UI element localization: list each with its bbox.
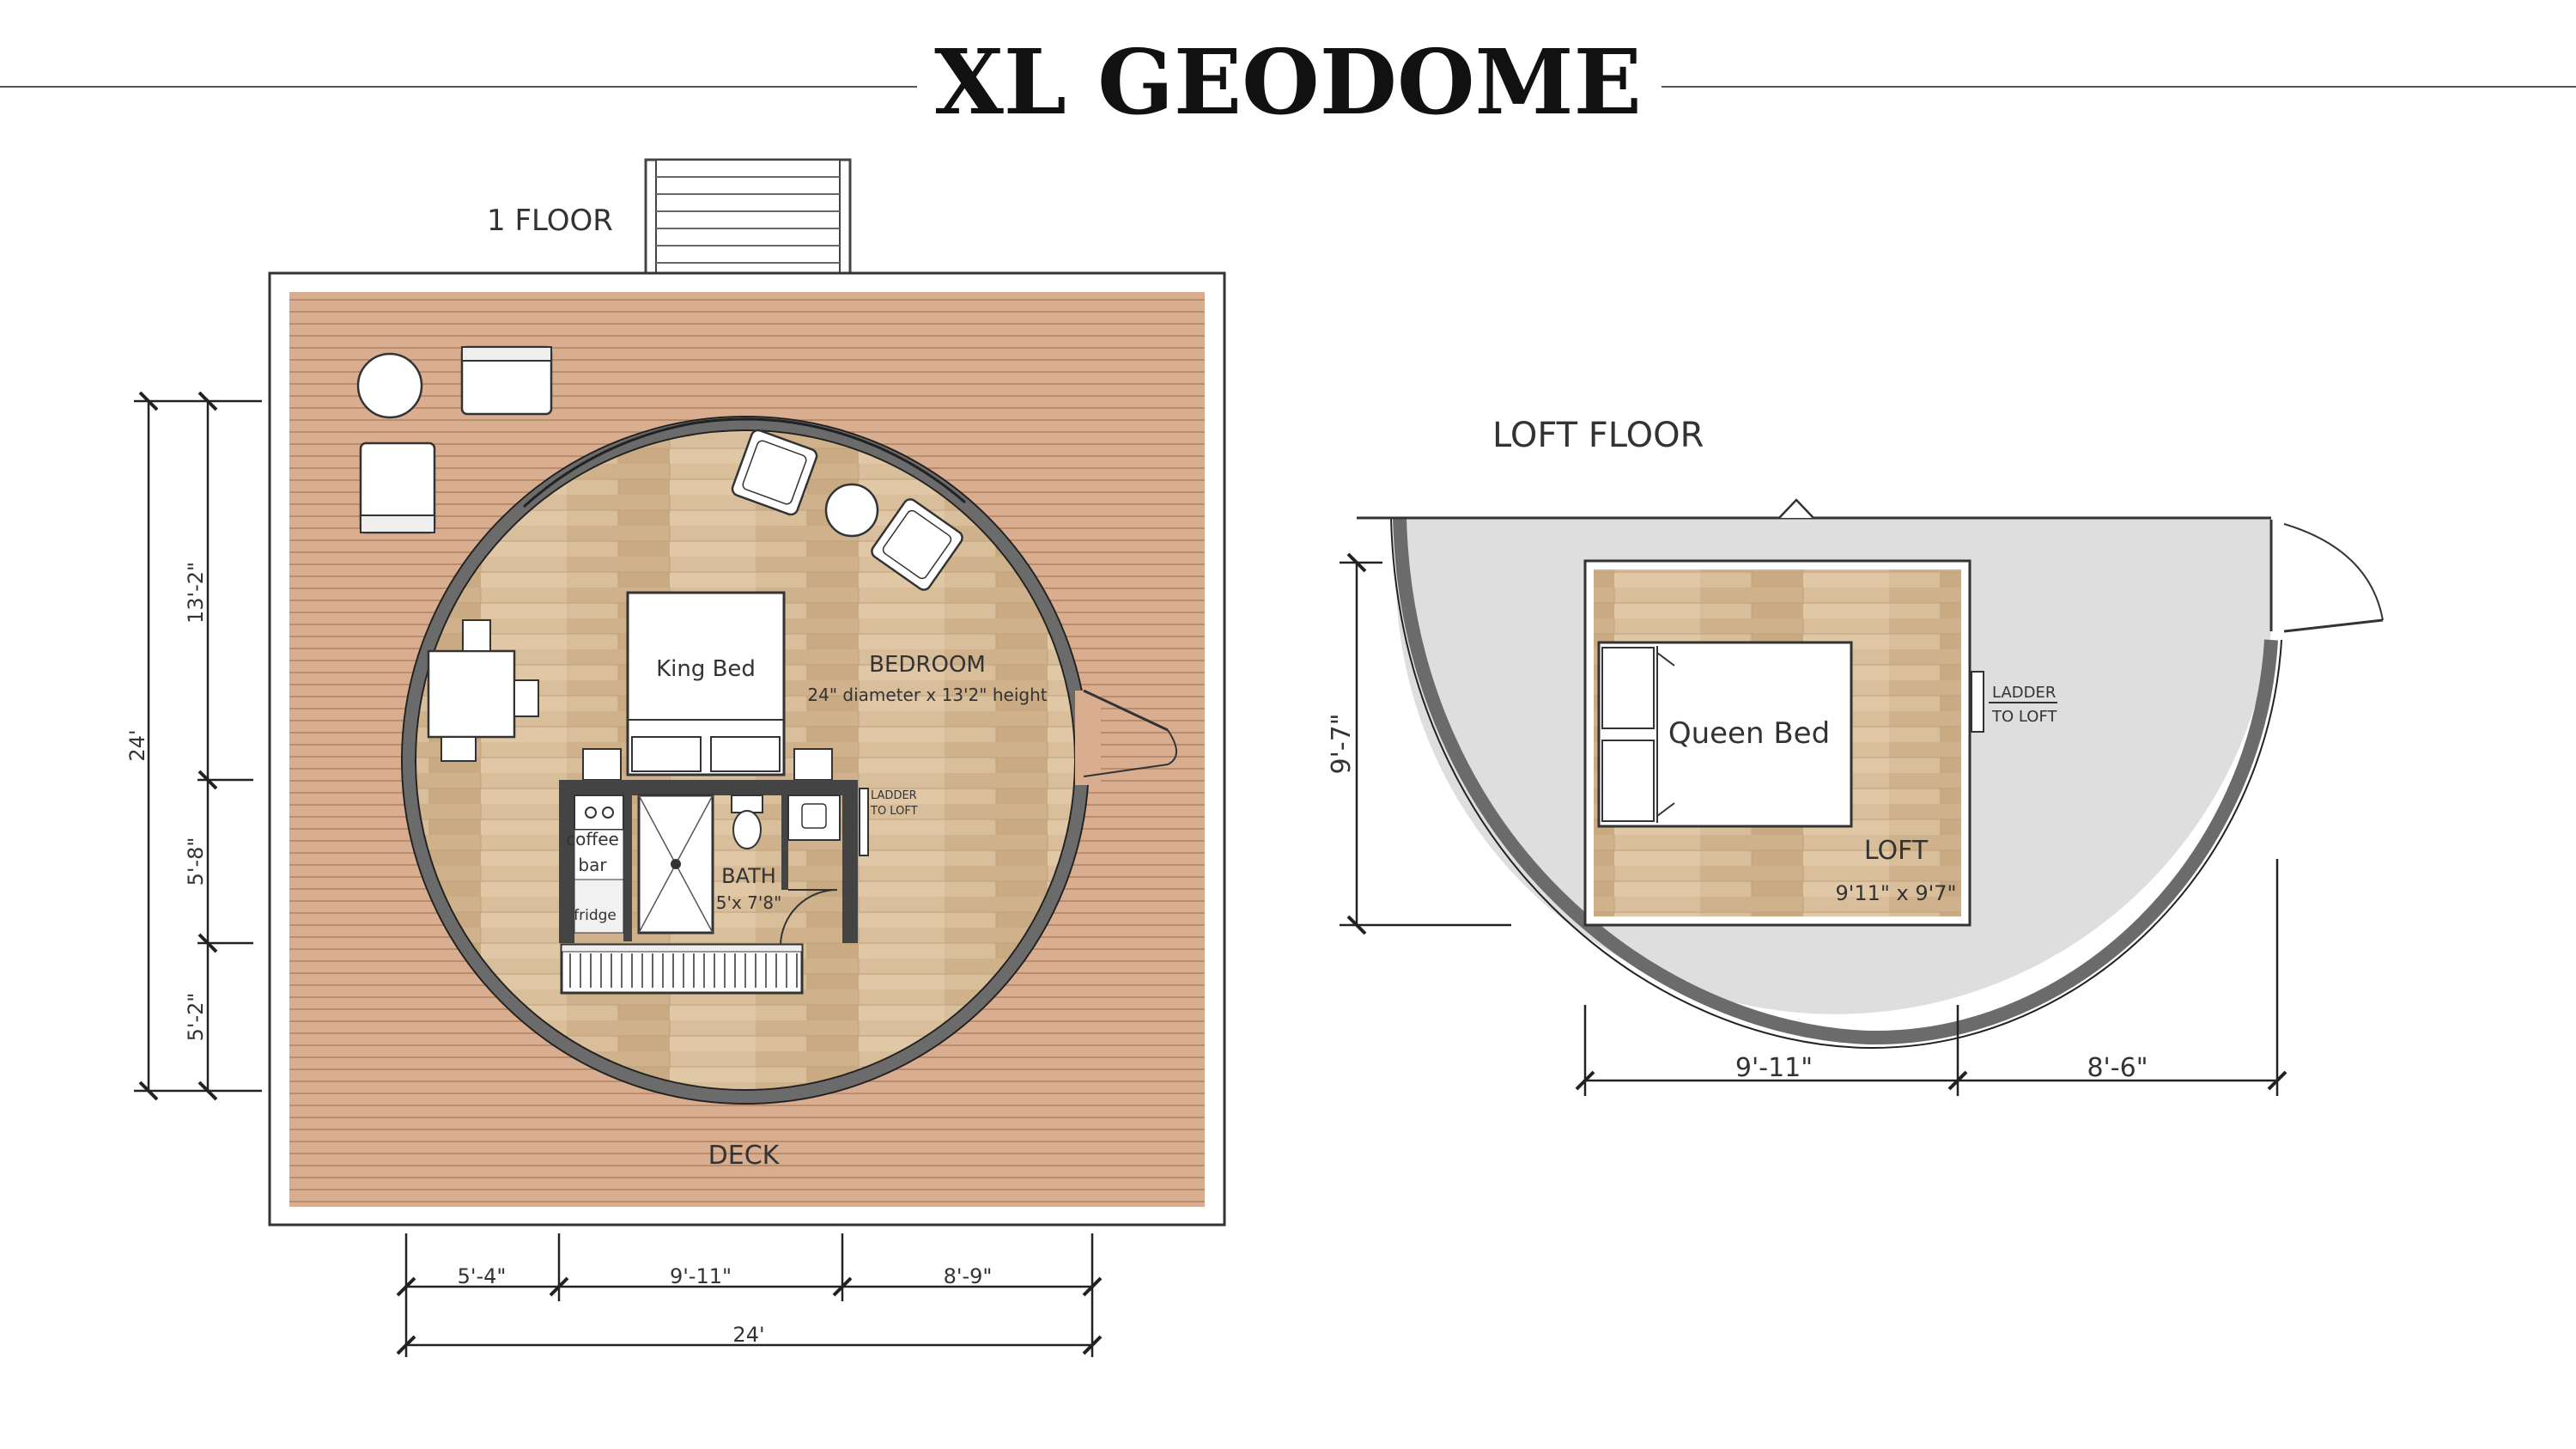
loft-left-dimension — [1340, 552, 1511, 935]
dim-left-top: 13'-2" — [184, 562, 208, 624]
ladder-label-1: LADDER — [871, 789, 917, 802]
entry-stairs — [644, 158, 852, 292]
coffee-bar-label-2: bar — [578, 855, 607, 875]
loft-bottom-dimensions — [1575, 859, 2287, 1096]
ground-bottom-dimensions — [396, 1233, 1103, 1357]
loft-ladder-label-2: TO LOFT — [1991, 708, 2057, 726]
deck-furniture — [356, 345, 553, 534]
king-bed — [582, 591, 833, 781]
page-title: XL GEODOME — [934, 29, 1642, 135]
loft-ladder-label-1: LADDER — [1992, 684, 2056, 702]
queen-bed-label: Queen Bed — [1668, 716, 1830, 751]
dim-left-mid: 5'-8" — [184, 837, 208, 886]
dining-table — [427, 619, 539, 762]
bedroom-spec: 24" diameter x 13'2" height — [807, 685, 1047, 705]
ground-floor-label: 1 FLOOR — [487, 204, 613, 238]
loft-dim-left: 9'-7" — [1327, 713, 1357, 774]
dim-bottom-b: 9'-11" — [670, 1264, 732, 1288]
ground-left-dimensions — [134, 391, 262, 1101]
dim-left-total: 24' — [125, 729, 149, 761]
ground-floor-plan: 1 FLOOR — [125, 158, 1226, 1357]
fridge-label: fridge — [574, 907, 617, 924]
bedroom-door[interactable] — [1075, 689, 1177, 785]
bedroom-armchairs — [731, 429, 963, 591]
king-bed-label: King Bed — [656, 656, 756, 682]
loft-dim-bottom-b: 8'-6" — [2087, 1053, 2148, 1083]
dim-bottom-a: 5'-4" — [458, 1264, 507, 1288]
bedroom-label: BEDROOM — [869, 652, 986, 678]
loft-label: LOFT — [1864, 836, 1929, 866]
queen-bed — [1597, 641, 1853, 828]
dim-bottom-total: 24' — [732, 1323, 764, 1347]
dim-left-bottom: 5'-2" — [184, 993, 208, 1042]
bath-size: 5'x 7'8" — [716, 892, 782, 913]
loft-floor-plan: LOFT FLOOR Queen Bed LOFT 9'11" x 9'7" — [1327, 416, 2384, 1096]
dim-bottom-c: 8'-9" — [944, 1264, 993, 1288]
loft-curved-wall — [1393, 517, 2278, 1045]
loft-door[interactable] — [2269, 520, 2384, 633]
deck-label: DECK — [708, 1141, 781, 1171]
bath-block — [559, 780, 869, 995]
loft-size: 9'11" x 9'7" — [1835, 881, 1956, 905]
coffee-bar-label-1: coffee — [566, 829, 619, 849]
loft-ladder[interactable] — [1971, 671, 1984, 733]
ladder-label-2: TO LOFT — [870, 805, 918, 818]
dome-windows — [522, 417, 966, 508]
loft-floor-label: LOFT FLOOR — [1492, 416, 1704, 455]
bath-label: BATH — [721, 864, 776, 888]
loft-dim-bottom-a: 9'-11" — [1735, 1053, 1813, 1083]
